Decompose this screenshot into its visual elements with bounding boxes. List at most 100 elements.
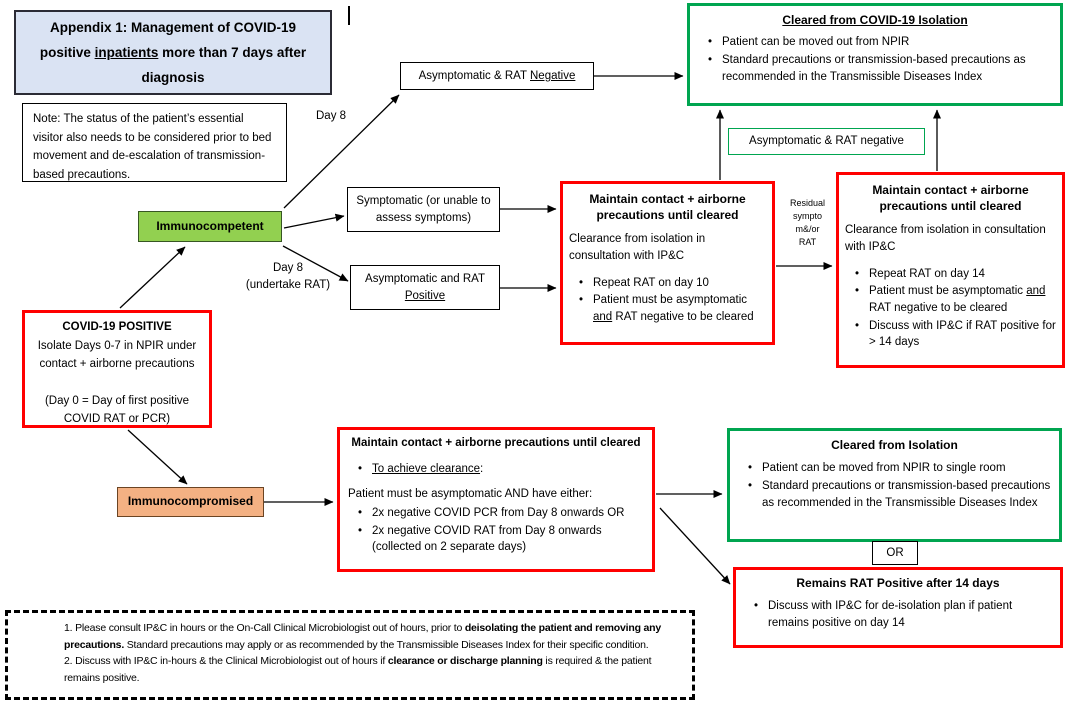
day8-undertake-line1: Day 8 (272, 262, 304, 274)
asym-negative-pre: Asymptomatic & RAT (418, 69, 530, 82)
residual-symptoms-label: Residual sympto m&/or RAT (780, 197, 835, 249)
residual-line3: m&/or (795, 224, 820, 234)
day8-undertake-rat-label: Day 8 (undertake RAT) (228, 260, 348, 294)
asym-positive-underlined: Positive (404, 289, 446, 302)
title-underlined-word: inpatients (94, 45, 159, 60)
maintain10-bullet2-and: and (593, 311, 613, 324)
asym-negative-label: Asymptomatic & RAT Negative (419, 68, 576, 85)
maintain10-body: Clearance from isolation in consultation… (569, 233, 706, 263)
covid-positive-body1: Isolate Days 0-7 in NPIR under contact +… (37, 339, 197, 371)
asym-positive-label: Asymptomatic and RAT Positive (365, 271, 485, 304)
asym-positive-line1: Asymptomatic and RAT (365, 272, 485, 285)
cleared-isolation-bullet1: Patient can be moved from NPIR to single… (738, 460, 1051, 477)
maintainic-title: Maintain contact + airborne precautions … (351, 437, 641, 449)
maintain-precautions-day10-box: Maintain contact + airborne precautions … (560, 181, 775, 345)
maintainic-bullet1-text: To achieve clearance: (372, 461, 483, 478)
maintain10-bullet2-pre: Patient must be asymptomatic (593, 294, 748, 307)
maintain14-bullet2-text: Patient must be asymptomatic and RAT neg… (869, 283, 1056, 316)
residual-line1: Residual (789, 198, 826, 208)
maintainic-bullet2: 2x negative COVID PCR from Day 8 onwards… (348, 505, 644, 522)
cleared-covid-bullet2-text: Standard precautions or transmission-bas… (722, 53, 1026, 83)
covid-positive-title: COVID-19 POSITIVE (62, 321, 172, 333)
covid-positive-box: COVID-19 POSITIVE Isolate Days 0-7 in NP… (22, 310, 212, 428)
asym-negative-underlined: Negative (530, 69, 576, 82)
maintain10-bullet2-text: Patient must be asymptomatic and RAT neg… (593, 292, 766, 325)
maintainic-body: Patient must be asymptomatic AND have ei… (348, 488, 593, 501)
note-text: Note: The status of the patient’s essent… (33, 113, 272, 181)
maintainic-clearance-colon: : (480, 462, 484, 475)
day8-undertake-line2: (undertake RAT) (245, 279, 331, 291)
spacer (31, 374, 203, 392)
maintain10-title: Maintain contact + airborne precautions … (589, 192, 746, 223)
footnote1-bold: deisolating the patient and removing any… (64, 622, 662, 651)
maintain-precautions-day14-box: Maintain contact + airborne precautions … (836, 172, 1065, 368)
maintain14-bullet1-text: Repeat RAT on day 14 (869, 267, 985, 280)
footnote2-pre: 2. Discuss with IP&C in-hours & the Clin… (64, 655, 388, 667)
residual-line2: sympto (792, 211, 822, 221)
title-box: Appendix 1: Management of COVID-19 posit… (14, 10, 332, 95)
maintain10-bullet2-post: RAT negative to be cleared (612, 311, 754, 324)
maintainic-clearance-underlined: To achieve clearance (372, 462, 481, 475)
immunocompetent-box: Immunocompetent (138, 211, 282, 242)
footnote2-post: is required & the patient remains positi… (64, 655, 652, 684)
arrow-maintainic-to-remains-positive (659, 507, 731, 585)
maintain14-bullet2-and: and (1026, 285, 1046, 298)
cleared-covid-title: Cleared from COVID-19 Isolation (782, 13, 968, 27)
maintain14-bullet2-pre: Patient must be asymptomatic (869, 285, 1027, 298)
cleared-isolation-title: Cleared from Isolation (831, 438, 958, 452)
maintainic-bullet1: To achieve clearance: (348, 461, 644, 478)
cleared-covid-bullet1-text: Patient can be moved out from NPIR (722, 36, 910, 49)
footnote-2: 2. Discuss with IP&C in-hours & the Clin… (64, 653, 678, 686)
maintain-precautions-immunocompromised-box: Maintain contact + airborne precautions … (337, 427, 655, 572)
cleared-isolation-box: Cleared from Isolation Patient can be mo… (727, 428, 1062, 542)
cleared-covid-bullet1: Patient can be moved out from NPIR (698, 34, 1052, 51)
residual-line4: RAT (798, 237, 817, 247)
maintain14-bullet1: Repeat RAT on day 14 (845, 266, 1056, 283)
footnotes-box: 1. Please consult IP&C in hours or the O… (5, 610, 695, 700)
immunocompromised-box: Immunocompromised (117, 487, 264, 517)
maintain14-body: Clearance from isolation in consultation… (845, 224, 1046, 254)
maintainic-bullet2-text: 2x negative COVID PCR from Day 8 onwards… (372, 506, 625, 519)
asym-negative-tag-label: Asymptomatic & RAT negative (749, 135, 904, 148)
asymptomatic-rat-negative-tag: Asymptomatic & RAT negative (728, 128, 925, 155)
maintain10-bullet1: Repeat RAT on day 10 (569, 275, 766, 292)
arrow-covidpos-to-immunocompromised (127, 429, 188, 485)
immunocompromised-label: Immunocompromised (127, 494, 254, 509)
footnote1-pre: 1. Please consult IP&C in hours or the O… (64, 622, 465, 634)
cleared-isolation-bullet1-text: Patient can be moved from NPIR to single… (762, 462, 1006, 475)
footnote1-post: Standard precautions may apply or as rec… (124, 638, 649, 651)
remains-rat-positive-box: Remains RAT Positive after 14 days Discu… (733, 567, 1063, 648)
note-box: Note: The status of the patient’s essent… (22, 103, 287, 182)
symptomatic-label: Symptomatic (or unable to assess symptom… (356, 194, 491, 224)
maintainic-bullet3-text: 2x negative COVID RAT from Day 8 onwards… (372, 524, 602, 554)
title-post: more than 7 days after diagnosis (141, 45, 307, 85)
cleared-isolation-bullet2-text: Standard precautions or transmission-bas… (762, 479, 1051, 509)
arrow-covidpos-to-immunocompetent (119, 246, 186, 309)
title-pre: Appendix 1: Management of COVID-19 posit… (39, 20, 297, 60)
footnote2-bold: clearance or discharge planning (387, 655, 543, 667)
or-connector-box: OR (872, 541, 918, 565)
arrow-immunocompetent-to-symptomatic (283, 213, 345, 229)
maintain14-bullet3: Discuss with IP&C if RAT positive for > … (845, 318, 1056, 351)
maintain14-bullet3-text: Discuss with IP&C if RAT positive for > … (869, 319, 1056, 349)
text-cursor-mark (348, 6, 350, 25)
maintain14-bullet2: Patient must be asymptomatic and RAT neg… (845, 283, 1056, 316)
maintain14-title: Maintain contact + airborne precautions … (872, 183, 1029, 214)
asymptomatic-rat-negative-box: Asymptomatic & RAT Negative (400, 62, 594, 90)
symptomatic-box: Symptomatic (or unable to assess symptom… (347, 187, 500, 232)
or-label: OR (886, 546, 904, 559)
immunocompetent-label: Immunocompetent (156, 218, 264, 233)
remains-positive-title: Remains RAT Positive after 14 days (796, 576, 1000, 590)
footnote-1: 1. Please consult IP&C in hours or the O… (64, 620, 678, 653)
page-title: Appendix 1: Management of COVID-19 posit… (26, 15, 320, 90)
day8-label: Day 8 (316, 110, 347, 122)
cleared-isolation-bullet2: Standard precautions or transmission-bas… (738, 478, 1051, 511)
maintain10-bullet2: Patient must be asymptomatic and RAT neg… (569, 292, 766, 325)
cleared-covid-isolation-box: Cleared from COVID-19 Isolation Patient … (687, 3, 1063, 106)
maintainic-bullet3: 2x negative COVID RAT from Day 8 onwards… (348, 523, 644, 556)
remains-positive-bullet1-text: Discuss with IP&C for de-isolation plan … (768, 600, 1013, 629)
cleared-covid-bullet2: Standard precautions or transmission-bas… (698, 52, 1052, 85)
maintain10-bullet1-text: Repeat RAT on day 10 (593, 276, 709, 289)
covid-positive-body2: (Day 0 = Day of first positive COVID RAT… (44, 394, 190, 426)
